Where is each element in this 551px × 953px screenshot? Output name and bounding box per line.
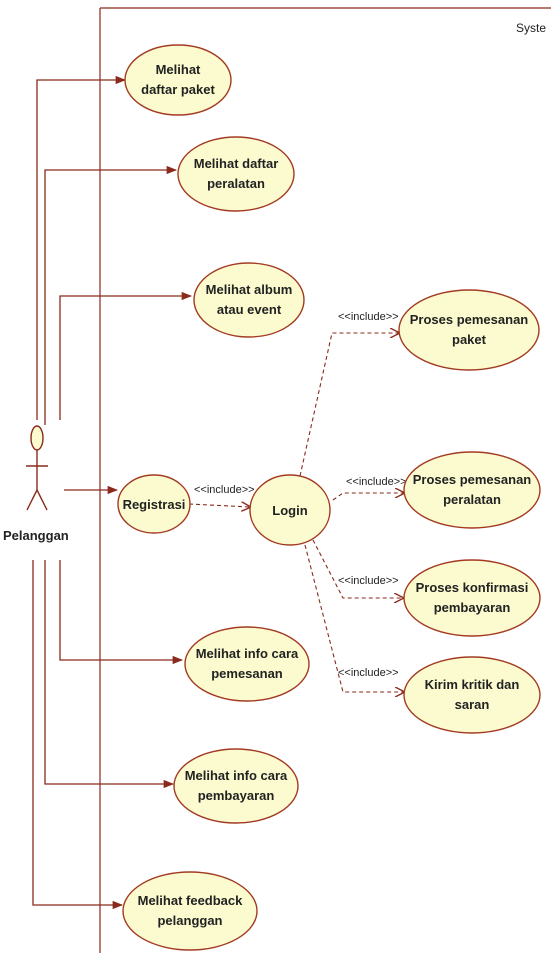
use-case-label: Registrasi xyxy=(123,497,186,512)
use-case-login[interactable]: Login xyxy=(249,474,331,546)
use-case-proses-pemesanan-peralatan[interactable]: Proses pemesanan peralatan xyxy=(403,451,541,529)
system-boundary: Syste xyxy=(99,7,551,953)
associations xyxy=(32,75,193,910)
use-case-label: Login xyxy=(272,503,307,518)
use-case-kirim-kritik-dan-saran[interactable]: Kirim kritik dan saran xyxy=(403,656,541,734)
use-case-melihat-album-atau-event[interactable]: Melihat album atau event xyxy=(193,262,305,338)
include-login-inc4 xyxy=(304,544,404,692)
use-case-label-line1: Proses konfirmasi xyxy=(416,580,529,595)
actor-pelanggan[interactable]: Pelanggan xyxy=(3,425,69,543)
use-case-label-line1: Proses pemesanan xyxy=(410,312,529,327)
use-case-label-line1: Melihat info cara xyxy=(185,768,288,783)
use-case-label-line2: pembayaran xyxy=(198,788,275,803)
use-case-label-line1: Melihat xyxy=(156,62,201,77)
use-case-label-line2: peralatan xyxy=(443,492,501,507)
assoc-uc1 xyxy=(36,75,127,420)
include-label-1: <<include>> xyxy=(338,311,399,323)
use-case-melihat-daftar-paket[interactable]: Melihat daftar paket xyxy=(124,44,232,116)
use-case-label-line2: pelanggan xyxy=(157,913,222,928)
assoc-uc5 xyxy=(44,560,175,789)
use-case-melihat-daftar-peralatan[interactable]: Melihat daftar peralatan xyxy=(177,136,295,212)
use-case-label-line2: pemesanan xyxy=(211,666,283,681)
system-name: Syste xyxy=(516,21,546,35)
use-case-label-line1: Melihat daftar xyxy=(194,156,279,171)
use-case-label-line2: atau event xyxy=(217,302,282,317)
use-case-label-line2: pembayaran xyxy=(434,600,511,615)
use-case-label-line1: Melihat info cara xyxy=(196,646,299,661)
use-case-melihat-info-cara-pemesanan[interactable]: Melihat info cara pemesanan xyxy=(184,626,310,702)
use-case-label-line1: Kirim kritik dan xyxy=(425,677,520,692)
assoc-uc6 xyxy=(32,560,124,910)
actor-head xyxy=(30,425,44,451)
use-case-label-line1: Proses pemesanan xyxy=(413,472,532,487)
include-login-inc1 xyxy=(299,333,399,477)
include-login-inc2 xyxy=(332,493,404,501)
assoc-uc3 xyxy=(59,291,193,420)
use-case-label-line1: Melihat album xyxy=(206,282,293,297)
include-relations: <<include>> <<include>> <<include>> <<in… xyxy=(188,311,407,692)
use-case-proses-konfirmasi-pembayaran[interactable]: Proses konfirmasi pembayaran xyxy=(403,559,541,637)
assoc-uc4 xyxy=(59,560,184,665)
actor-name: Pelanggan xyxy=(3,528,69,543)
use-case-label-line2: daftar paket xyxy=(141,82,215,97)
include-login-inc3 xyxy=(312,539,403,598)
use-case-label-line2: peralatan xyxy=(207,176,265,191)
use-case-label-line2: paket xyxy=(452,332,487,347)
include-label-3: <<include>> xyxy=(338,575,399,587)
use-case-melihat-info-cara-pembayaran[interactable]: Melihat info cara pembayaran xyxy=(173,748,299,824)
include-registrasi-login xyxy=(188,504,250,507)
assoc-uc2 xyxy=(44,165,178,425)
use-case-proses-pemesanan-paket[interactable]: Proses pemesanan paket xyxy=(398,289,540,371)
include-label-4: <<include>> xyxy=(338,667,399,679)
use-case-melihat-feedback-pelanggan[interactable]: Melihat feedback pelanggan xyxy=(122,871,258,951)
include-label-2: <<include>> xyxy=(346,476,407,488)
use-case-registrasi[interactable]: Registrasi xyxy=(117,474,191,534)
use-case-label-line1: Melihat feedback xyxy=(138,893,244,908)
include-label-registrasi: <<include>> xyxy=(194,484,255,496)
use-case-label-line2: saran xyxy=(455,697,490,712)
